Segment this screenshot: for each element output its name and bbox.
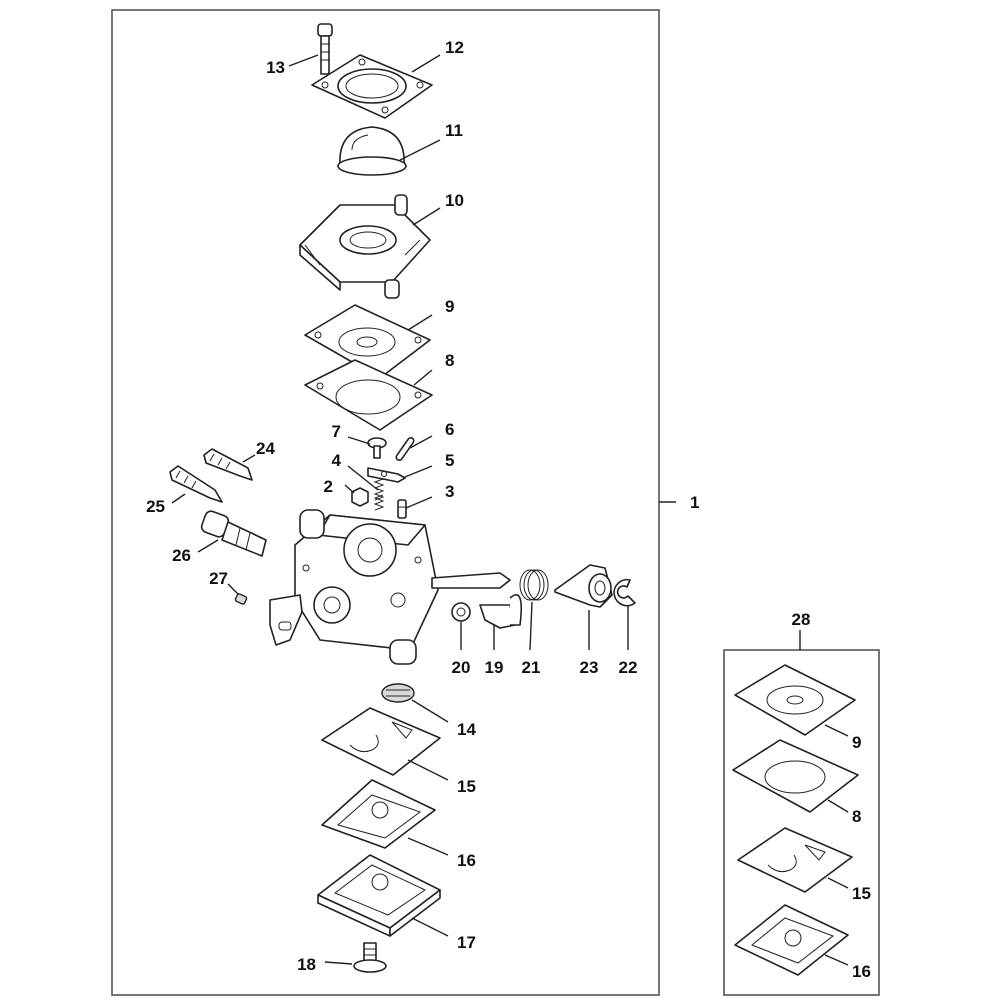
kit-callout-8: 8 xyxy=(852,807,861,826)
callout-16: 16 xyxy=(457,851,476,870)
callout-1: 1 xyxy=(690,493,699,512)
callout-14: 14 xyxy=(457,720,476,739)
part-7-screw xyxy=(367,437,387,459)
throttle-shaft xyxy=(431,572,511,589)
callout-21: 21 xyxy=(522,658,541,677)
kit-callout-16: 16 xyxy=(852,962,871,981)
part-15-diaphragm xyxy=(321,707,441,776)
part-27-plug xyxy=(234,593,248,605)
part-4-spring xyxy=(373,478,385,511)
callout-25: 25 xyxy=(146,497,165,516)
callout-18: 18 xyxy=(297,955,316,974)
kit-part-8-gasket xyxy=(732,739,859,813)
part-3-inlet-needle xyxy=(397,499,407,519)
callout-20: 20 xyxy=(452,658,471,677)
kit-frame xyxy=(723,649,880,996)
callout-4: 4 xyxy=(332,451,342,470)
kit-part-9-diaphragm xyxy=(734,664,856,736)
part-11-primer-bulb xyxy=(337,126,407,176)
part-8-gasket xyxy=(304,359,433,431)
kit-part-15-diaphragm xyxy=(737,827,853,893)
callout-6: 6 xyxy=(445,420,454,439)
part-6-pin xyxy=(395,437,415,461)
callout-2: 2 xyxy=(324,477,333,496)
part-16-gasket xyxy=(321,779,436,849)
callout-8: 8 xyxy=(445,351,454,370)
part-21-spring xyxy=(519,569,549,601)
kit-callout-9: 9 xyxy=(852,733,861,752)
callout-26: 26 xyxy=(172,546,191,565)
part-25-adjusting-screw xyxy=(169,465,223,503)
callout-23: 23 xyxy=(580,658,599,677)
callout-9: 9 xyxy=(445,297,454,316)
part-22-e-clip xyxy=(613,578,636,607)
callout-5: 5 xyxy=(445,451,454,470)
callout-22: 22 xyxy=(619,658,638,677)
part-10-pump-housing xyxy=(299,194,431,299)
part-2-seat xyxy=(351,487,369,507)
choke-lever xyxy=(269,594,303,646)
kit-part-16-gasket xyxy=(734,904,849,976)
part-5-lever xyxy=(367,467,406,483)
callout-17: 17 xyxy=(457,933,476,952)
callout-28: 28 xyxy=(792,610,811,629)
part-20-nut xyxy=(451,602,471,622)
part-12-cover-plate xyxy=(311,54,433,119)
part-23-lever xyxy=(554,564,613,608)
callout-27: 27 xyxy=(209,569,228,588)
callout-11: 11 xyxy=(445,121,463,140)
part-19-clip xyxy=(479,594,523,629)
part-26-fitting xyxy=(200,510,267,557)
callout-10: 10 xyxy=(445,191,464,210)
part-14-screen xyxy=(381,683,415,703)
carburetor-body xyxy=(294,509,439,665)
part-18-screw xyxy=(353,942,387,973)
callout-19: 19 xyxy=(485,658,504,677)
leader-lines xyxy=(171,54,849,966)
part-17-cover xyxy=(317,854,441,937)
part-24-adjusting-screw xyxy=(203,448,253,481)
callout-3: 3 xyxy=(445,482,454,501)
callout-7: 7 xyxy=(332,422,341,441)
kit-callout-15: 15 xyxy=(852,884,871,903)
part-13-screw xyxy=(317,23,333,75)
callout-15: 15 xyxy=(457,777,476,796)
callout-12: 12 xyxy=(445,38,464,57)
callout-24: 24 xyxy=(256,439,275,458)
callout-13: 13 xyxy=(266,58,285,77)
